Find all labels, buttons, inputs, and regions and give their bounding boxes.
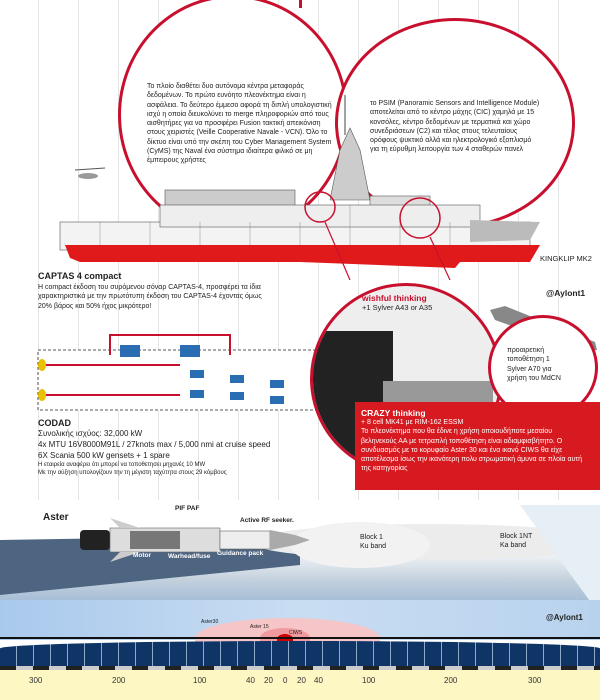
codad-line: 6X Scania 500 kW gensets + 1 spare	[38, 451, 170, 460]
ruler-bg	[0, 670, 600, 700]
seeker-band-block1: Block 1 Ku band	[360, 533, 386, 551]
band-value: Ka band	[500, 542, 527, 549]
codad-line: Συνολικής ισχύος: 32,000 kW	[38, 429, 143, 438]
codad-block: CODAD Συνολικής ισχύος: 32,000 kW 4x MTU…	[38, 418, 270, 477]
ruler-label: 300	[29, 676, 43, 685]
captas-text: Η compact έκδοση του συρόμενου σόναρ CAP…	[38, 284, 262, 310]
label-seeker: Active RF seeker.	[240, 517, 294, 524]
horizon-line	[0, 637, 600, 639]
ruler-label: 200	[112, 676, 126, 685]
crazy-line1: + 8 cell MK41 με RIM-162 ESSM	[361, 419, 464, 426]
label-pif-paf: PIF PAF	[175, 505, 200, 512]
ruler-label: 0	[283, 676, 288, 685]
captas-title: CAPTAS 4 compact	[38, 271, 122, 281]
seeker-cones	[0, 505, 600, 615]
callout-circle-right	[335, 18, 575, 228]
crazy-text: Το πλεονέκτημα που θα έδινε η χρήση οποι…	[361, 428, 583, 473]
band-name: Block 1NT	[500, 533, 533, 540]
ruler-label: 40	[314, 676, 323, 685]
crazy-thinking-box: CRAZY thinking + 8 cell MK41 με RIM-162 …	[355, 402, 600, 490]
ruler-label: 100	[362, 676, 376, 685]
label-warhead: Warhead/fuse	[168, 553, 211, 560]
handle-bottom: @Aylont1	[546, 613, 583, 622]
ruler-bar	[0, 666, 600, 670]
label-guidance: Guidance pack	[217, 550, 264, 557]
handle: @Aylont1	[546, 288, 586, 298]
aster-title: Aster	[43, 512, 69, 523]
aster-missile-diagram	[80, 518, 310, 562]
circle-left-text: Το πλοίο διαθέτει δυο αυτόνομα κέντρα με…	[147, 83, 332, 165]
ruler-label: 200	[444, 676, 458, 685]
aster15-label: Aster 15	[250, 624, 269, 630]
wishful-title: wishful thinking	[362, 293, 427, 303]
aster30-label: Aster30	[201, 619, 219, 625]
ciws-label: CIWS	[289, 630, 303, 636]
codad-note: Με την αύξηση υπολογίζουν την τη μέγιστη…	[38, 470, 227, 476]
ruler-label: 20	[297, 676, 306, 685]
optional-text: προαιρετική τοποθέτηση 1 Sylver A70 για …	[507, 347, 561, 382]
codad-note: Η εταιρεία αναφέρει ότι μπορεί να τοποθε…	[38, 462, 206, 468]
band-name: Block 1	[360, 534, 383, 541]
crazy-title: CRAZY thinking	[361, 408, 426, 418]
ruler-label: 300	[528, 676, 542, 685]
ruler-label: 40	[246, 676, 255, 685]
ship-name: KINGKLIP MK2	[540, 254, 592, 263]
codad-title: CODAD	[38, 418, 71, 428]
wishful-text: +1 Sylver A43 or A35	[362, 303, 433, 312]
propulsion-diagram	[37, 334, 339, 411]
helicopter-icon	[74, 167, 106, 179]
band-value: Ku band	[360, 543, 387, 550]
seeker-band-block1nt: Block 1NT Ka band	[500, 532, 532, 550]
ship-cutaway	[59, 95, 540, 280]
label-motor: Motor	[133, 552, 152, 559]
circle-right-text: το PSIM (Panoramic Sensors and Intellige…	[370, 100, 540, 154]
ciws-range	[277, 634, 293, 644]
top-marker	[299, 0, 302, 8]
ruler-label: 100	[193, 676, 207, 685]
codad-line: 4x MTU 16V8000M91L / 27knots max / 5,000…	[38, 440, 271, 449]
sea-band	[0, 641, 600, 666]
ruler-label: 20	[264, 676, 273, 685]
